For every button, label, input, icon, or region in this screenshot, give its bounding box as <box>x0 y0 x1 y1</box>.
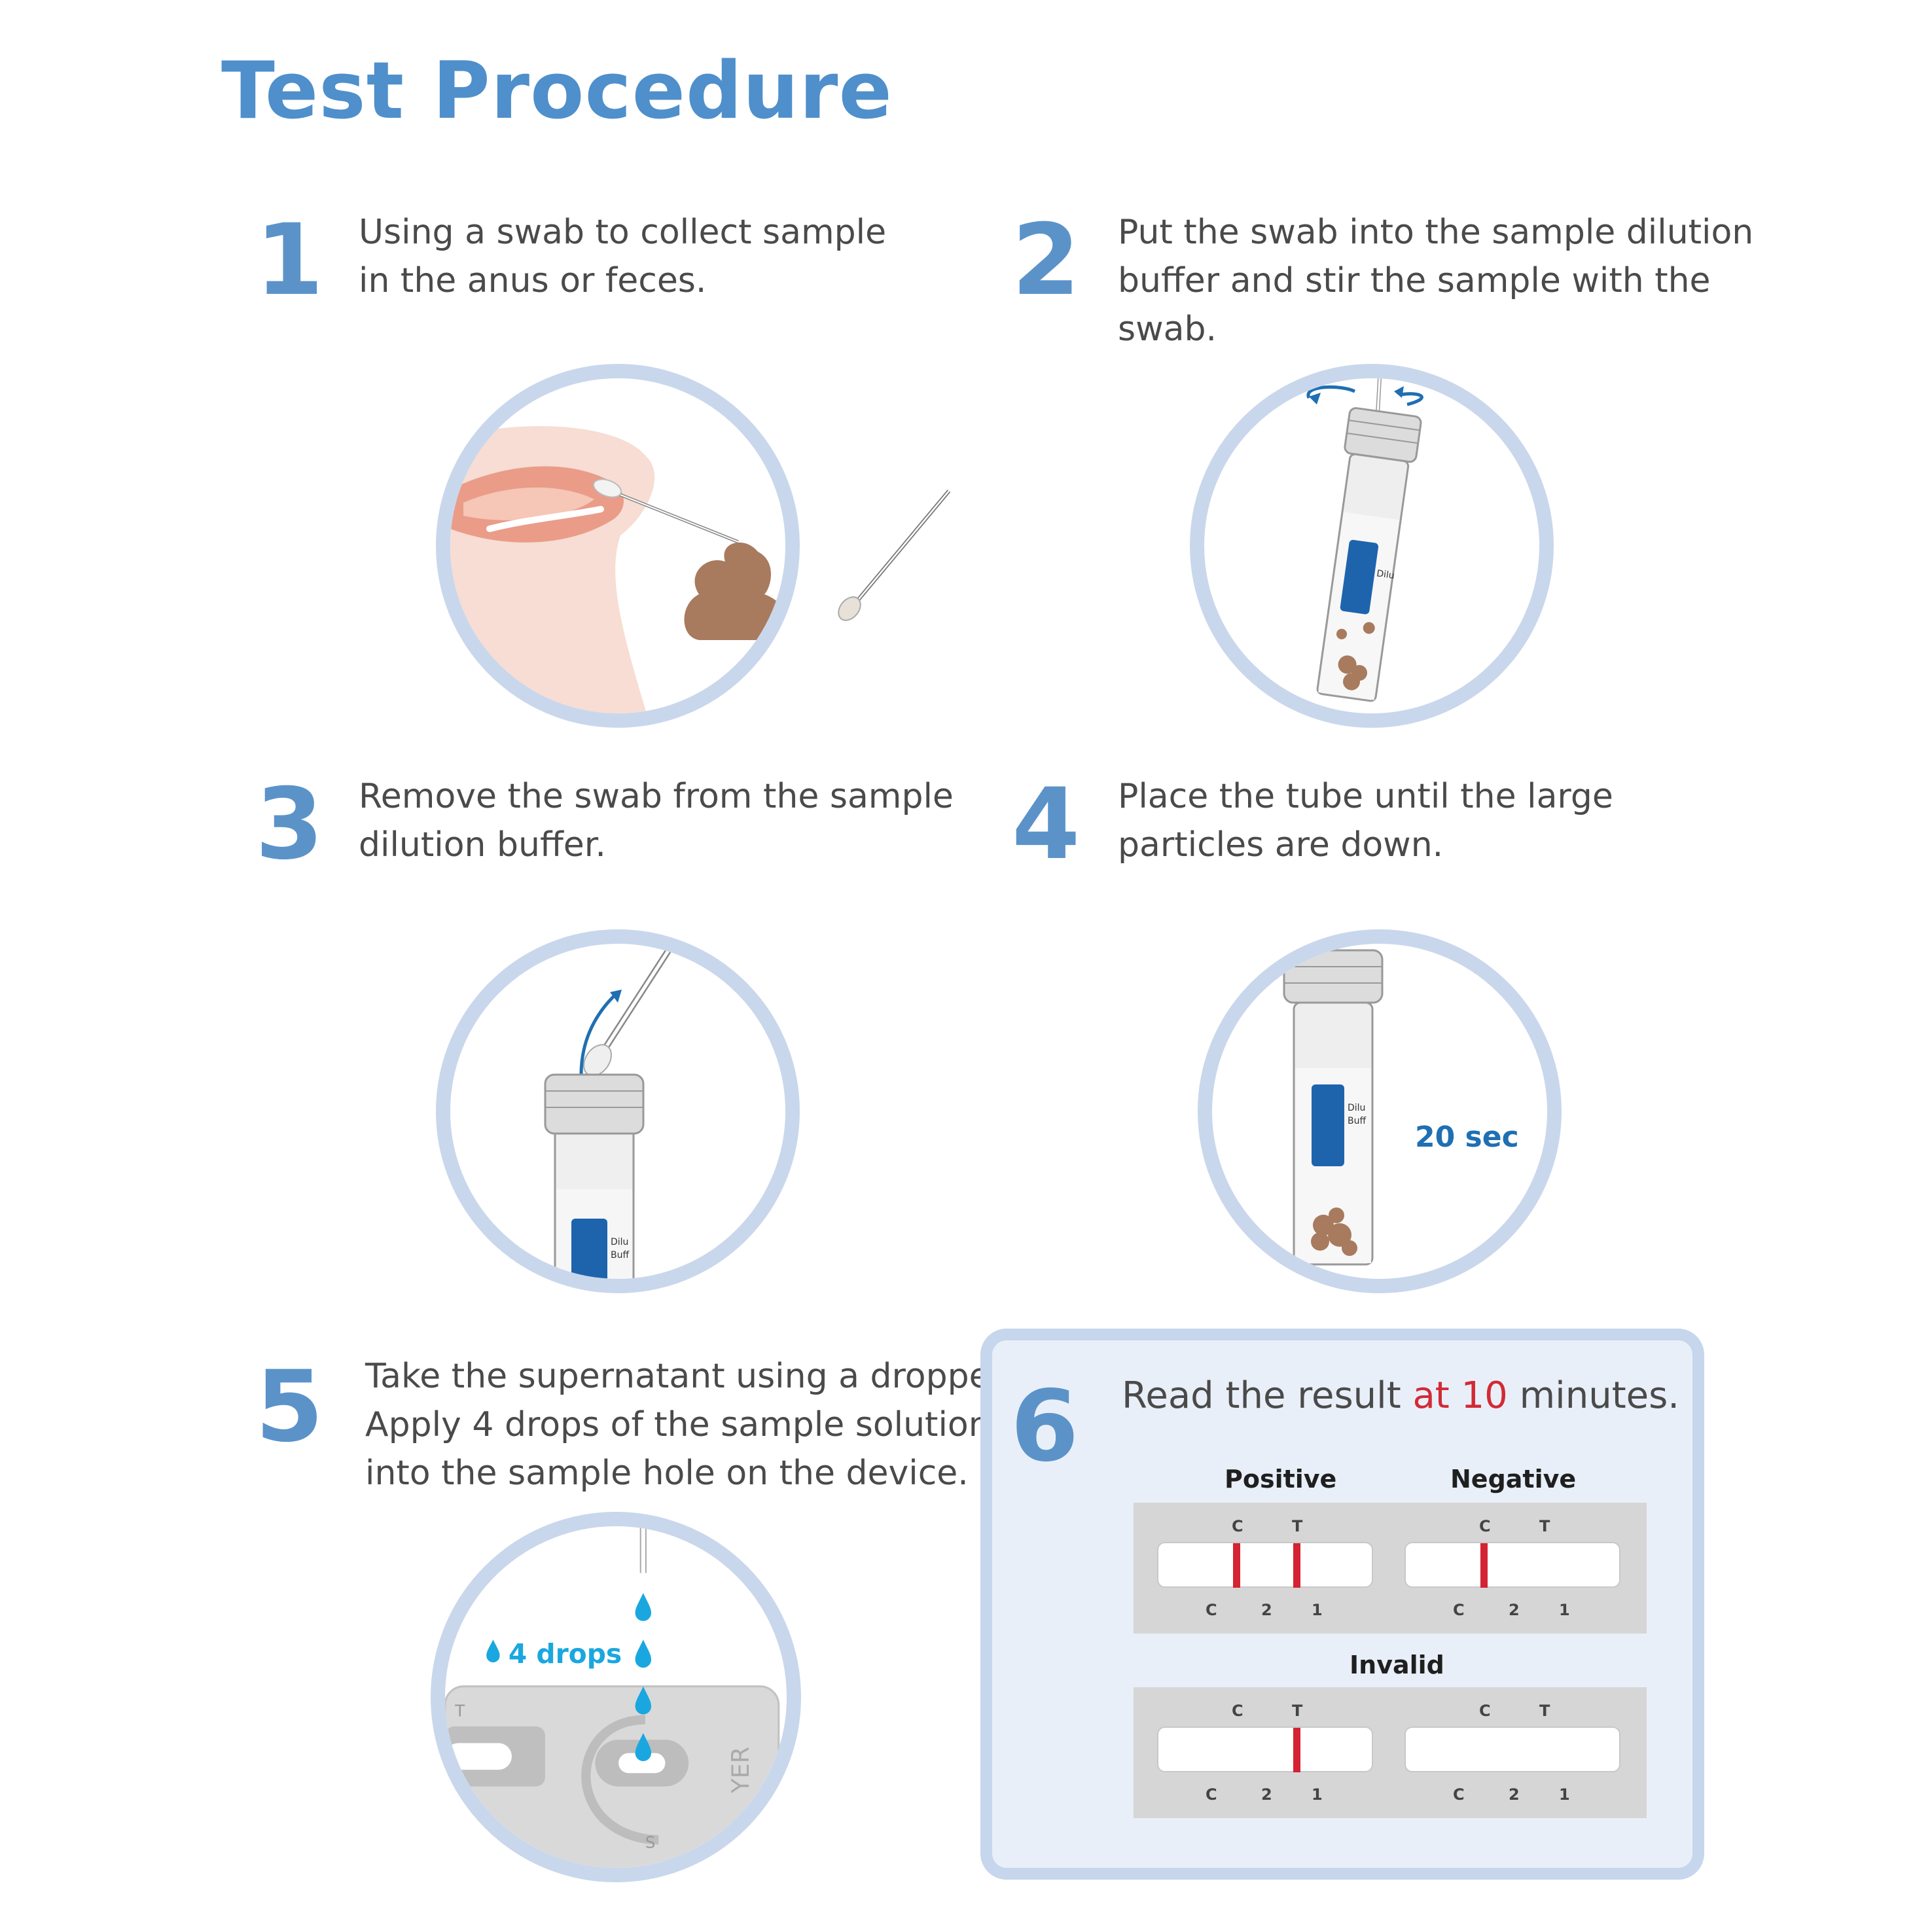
timer-label: 20 sec <box>1415 1120 1519 1154</box>
invalid-strip-2 <box>1404 1726 1620 1772</box>
step-3-text: Remove the swab from the sample dilution… <box>359 772 954 869</box>
step-6-text-highlight: at 10 <box>1412 1374 1508 1417</box>
step-4-line-2: particles are down. <box>1118 825 1444 865</box>
anus-feces-illustration <box>450 426 785 713</box>
tube-label-text-4: Dilu <box>1348 1103 1365 1113</box>
step-5-text: Take the supernatant using a dropper. Ap… <box>365 1352 1012 1497</box>
step-2-line-2: buffer and stir the sample with the <box>1118 261 1711 300</box>
tube-stir-illustration: Dilu <box>1306 378 1423 702</box>
step-1-line-2: in the anus or feces. <box>359 261 707 300</box>
inv1-bottom-1: 1 <box>1312 1785 1323 1804</box>
step-2-illustration: Dilu <box>1190 364 1554 728</box>
swab-in-feces-icon <box>838 490 951 621</box>
step-5-illustration: T S YER 4 drops <box>431 1512 801 1882</box>
step-5-line-1: Take the supernatant using a dropper. <box>365 1357 1012 1396</box>
positive-test-line <box>1293 1543 1300 1588</box>
tube-label-text-4b: Buff <box>1348 1116 1366 1126</box>
results-card-top: C T C 2 1 C T C 2 1 <box>1134 1503 1647 1634</box>
step-2-line-1: Put the swab into the sample dilution <box>1118 213 1754 252</box>
neg-bottom-1: 1 <box>1559 1601 1570 1619</box>
pos-top-t: T <box>1292 1517 1303 1535</box>
step-4-number: 4 <box>1012 768 1081 882</box>
drops-device-illustration: T S YER 4 drops <box>445 1526 780 1868</box>
step-2-line-3: swab. <box>1118 310 1217 349</box>
step-5-line-2: Apply 4 drops of the sample solution <box>365 1405 990 1444</box>
inv2-top-c: C <box>1479 1702 1491 1720</box>
invalid-strip-1 <box>1157 1726 1373 1772</box>
neg-bottom-2: 2 <box>1509 1601 1520 1619</box>
step-3-line-2: dilution buffer. <box>359 825 606 865</box>
drops-label: 4 drops <box>509 1638 622 1670</box>
tube-label-text-3: Dilu <box>611 1237 628 1247</box>
positive-label: Positive <box>1225 1465 1337 1494</box>
invalid-label: Invalid <box>1350 1651 1444 1679</box>
neg-top-t: T <box>1539 1517 1550 1535</box>
negative-control-line <box>1480 1543 1488 1588</box>
results-card-bottom: C T C 2 1 C T C 2 1 <box>1134 1687 1647 1818</box>
step-1-number: 1 <box>255 204 324 317</box>
positive-control-line <box>1233 1543 1240 1588</box>
negative-strip <box>1404 1542 1620 1588</box>
device-t-letter: T <box>454 1702 465 1721</box>
step-5-line-3: into the sample hole on the device. <box>365 1454 969 1493</box>
step-6-text-before: Read the result <box>1122 1374 1413 1417</box>
device-brand-text: YER <box>726 1747 755 1794</box>
step-6-text: Read the result at 10 minutes. <box>1122 1372 1679 1420</box>
step-4-line-1: Place the tube until the large <box>1118 777 1613 816</box>
step-6-number: 6 <box>1011 1370 1079 1484</box>
step-1-line-1: Using a swab to collect sample <box>359 213 887 252</box>
invalid-test-line <box>1293 1728 1300 1772</box>
step-3-line-1: Remove the swab from the sample <box>359 777 954 816</box>
tube-label-text: Dilu <box>1376 568 1395 581</box>
step-3-illustration: Dilu Buff <box>436 929 800 1293</box>
step-6-text-after: minutes. <box>1507 1374 1680 1417</box>
pos-bottom-1: 1 <box>1312 1601 1323 1619</box>
step-1-illustration <box>436 364 800 728</box>
step-1-text: Using a swab to collect sample in the an… <box>359 208 886 305</box>
inv2-top-t: T <box>1539 1702 1550 1720</box>
step-6-panel: 6 Read the result at 10 minutes. Positiv… <box>980 1329 1704 1880</box>
step-3-number: 3 <box>255 768 324 882</box>
negative-label: Negative <box>1450 1465 1577 1494</box>
pos-top-c: C <box>1232 1517 1243 1535</box>
inv1-bottom-2: 2 <box>1261 1785 1272 1804</box>
step-5-number: 5 <box>255 1350 324 1464</box>
step-4-text: Place the tube until the large particles… <box>1118 772 1613 869</box>
inv1-top-t: T <box>1292 1702 1303 1720</box>
page-title: Test Procedure <box>221 46 893 137</box>
pos-bottom-c: C <box>1206 1601 1217 1619</box>
pos-bottom-2: 2 <box>1261 1601 1272 1619</box>
inv1-top-c: C <box>1232 1702 1243 1720</box>
inv1-bottom-c: C <box>1206 1785 1217 1804</box>
settle-tube-illustration: Dilu Buff 20 sec <box>1283 949 1519 1266</box>
step-4-illustration: Dilu Buff 20 sec <box>1198 929 1562 1293</box>
neg-bottom-c: C <box>1453 1601 1465 1619</box>
inv2-bottom-1: 1 <box>1559 1785 1570 1804</box>
positive-strip <box>1157 1542 1373 1588</box>
step-2-number: 2 <box>1012 204 1081 317</box>
step-2-text: Put the swab into the sample dilution bu… <box>1118 208 1753 353</box>
neg-top-c: C <box>1479 1517 1491 1535</box>
inv2-bottom-c: C <box>1453 1785 1465 1804</box>
remove-swab-illustration: Dilu Buff <box>544 944 676 1279</box>
inv2-bottom-2: 2 <box>1509 1785 1520 1804</box>
device-s-letter: S <box>645 1833 656 1851</box>
tube-label-text-3b: Buff <box>611 1250 629 1261</box>
